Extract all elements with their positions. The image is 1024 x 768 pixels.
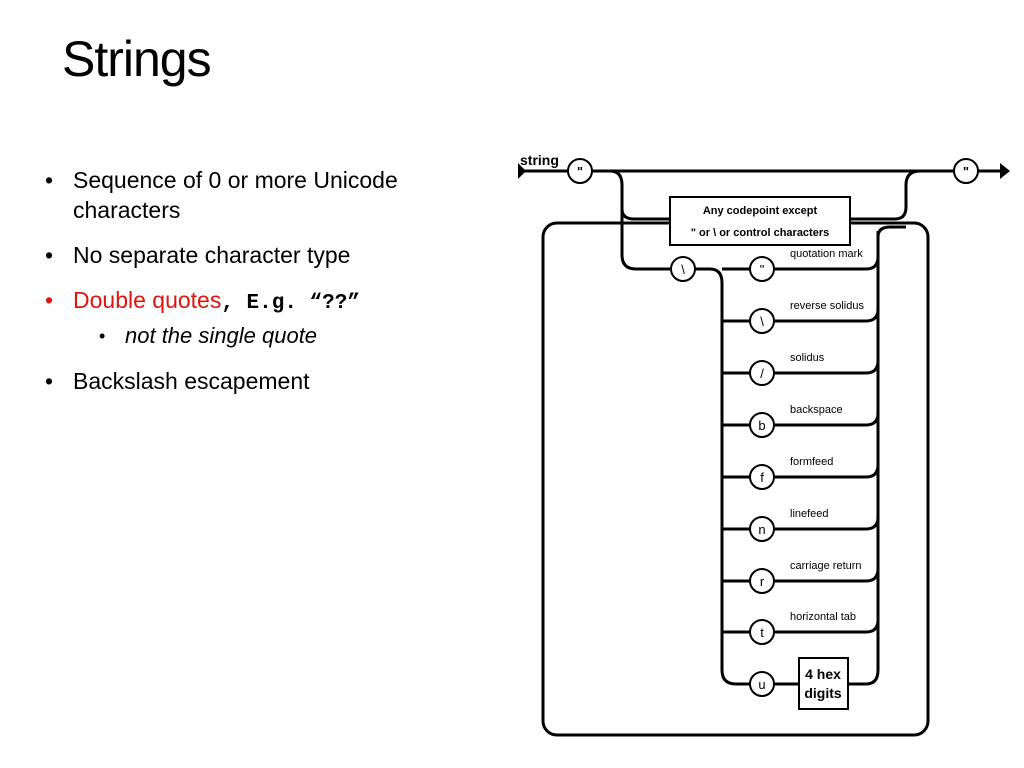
backslash-node xyxy=(670,256,696,282)
escape-char: n xyxy=(758,522,765,537)
hex-line2: digits xyxy=(804,685,842,701)
backslash-text: \ xyxy=(681,262,685,277)
escape-node xyxy=(749,360,775,386)
open-quote-text: " xyxy=(577,164,583,179)
bullet-list: •Sequence of 0 or more Unicode character… xyxy=(40,165,480,411)
escape-char: \ xyxy=(760,314,764,329)
escape-char: " xyxy=(760,262,765,277)
escape-node xyxy=(749,568,775,594)
hex-line1: 4 hex xyxy=(805,666,841,682)
any-codepoint-box xyxy=(669,196,851,246)
escape-char: u xyxy=(758,677,765,692)
escape-char: / xyxy=(760,366,764,381)
bullet-text: Sequence of 0 or more Unicode characters xyxy=(73,167,398,223)
escape-description: quotation mark xyxy=(790,248,863,260)
branch-backslash xyxy=(620,209,670,271)
close-quote-node xyxy=(953,158,979,184)
escape-char: t xyxy=(760,625,764,640)
any-codepoint-line2: " or \ or control characters xyxy=(691,227,829,239)
escape-description: solidus xyxy=(790,352,825,364)
escape-char: f xyxy=(760,470,764,485)
escape-node xyxy=(749,619,775,645)
sub-bullet-text: not the single quote xyxy=(125,323,318,348)
slide-title: Strings xyxy=(62,31,212,87)
escape-description: horizontal tab xyxy=(790,611,856,623)
sub-bullet-list: •not the single quote xyxy=(73,321,480,351)
escape-node xyxy=(749,412,775,438)
bullet-item: •Double quotes, E.g. “??” •not the singl… xyxy=(40,285,480,351)
escape-char: b xyxy=(758,418,765,433)
start-arrow-icon xyxy=(518,163,526,179)
branch-codepoint-return xyxy=(850,169,921,221)
open-quote-node xyxy=(567,158,593,184)
escape-description: reverse solidus xyxy=(790,300,864,312)
close-quote-text: " xyxy=(963,164,969,179)
string-railroad-diagram: string " " \ Any codepoint except " or \… xyxy=(518,152,1010,737)
bullet-text: No separate character type xyxy=(73,242,351,268)
any-codepoint-line1: Any codepoint except xyxy=(703,205,818,217)
escape-node xyxy=(749,256,775,282)
sub-bullet-item: •not the single quote xyxy=(99,323,318,348)
bullet-item: •Backslash escapement xyxy=(45,368,310,394)
loop-path xyxy=(541,221,930,737)
escape-node xyxy=(749,464,775,490)
bullet-item: •Sequence of 0 or more Unicode character… xyxy=(45,167,398,223)
escape-description: formfeed xyxy=(790,456,833,468)
escape-spine xyxy=(695,267,724,670)
escape-node xyxy=(749,516,775,542)
hex-digits-box xyxy=(798,657,849,710)
escape-description: linefeed xyxy=(790,508,829,520)
bullet-code-example: , E.g. “??” xyxy=(221,292,360,315)
escape-description: backspace xyxy=(790,404,843,416)
end-arrow-icon xyxy=(1000,163,1010,179)
escape-description: carriage return xyxy=(790,560,862,572)
escape-node xyxy=(749,671,775,697)
diagram-label: string xyxy=(520,152,559,168)
branch-codepoint xyxy=(609,169,670,221)
bullet-text: Backslash escapement xyxy=(73,368,310,394)
escape-node xyxy=(749,308,775,334)
bullet-item: •No separate character type xyxy=(45,242,351,268)
escape-char: r xyxy=(760,574,765,589)
bullet-text-red: Double quotes xyxy=(73,287,222,313)
